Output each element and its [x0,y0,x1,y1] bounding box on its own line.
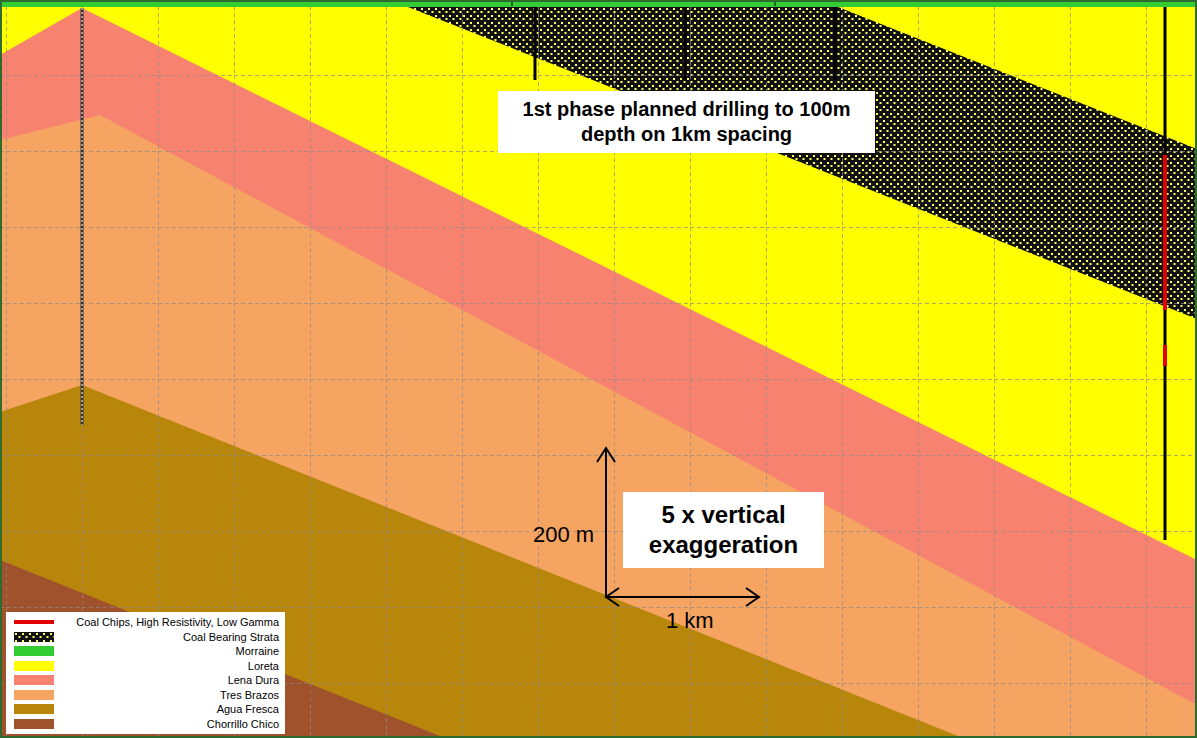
drill-hole [82,8,83,425]
planned-hole [684,7,687,80]
legend-row: Coal Chips, High Resistivity, Low Gamma [12,615,279,630]
legend-row: Tres Brazos [12,688,279,703]
scale-arrow [605,450,607,596]
legend-text: Morraine [12,644,279,659]
legend-text: Tres Brazos [12,688,279,703]
legend-row: Agua Fresca [12,702,279,717]
exaggeration-box: 5 x vertical exaggeration [623,492,824,568]
legend-row: Coal Bearing Strata [12,630,279,645]
legend-swatch [14,661,54,671]
scale-arrow [606,596,758,598]
legend-text: Coal Chips, High Resistivity, Low Gamma [12,615,279,630]
legend-text: Lena Dura [12,673,279,688]
planned-hole [534,7,537,80]
legend-swatch [14,675,54,685]
legend-swatch [14,690,54,700]
legend: Coal Chips, High Resistivity, Low GammaC… [6,612,285,734]
legend-row: Lena Dura [12,673,279,688]
arrow-head [606,588,619,606]
coal-chips [1163,345,1167,366]
legend-text: Chorrillo Chico [12,717,279,732]
legend-row: Chorrillo Chico [12,717,279,732]
box-text: 5 x vertical exaggeration [631,500,816,560]
legend-sample [14,617,54,627]
legend-row: Loreta [12,659,279,674]
legend-swatch [14,646,54,656]
legend-text: Agua Fresca [12,702,279,717]
legend-text: Coal Bearing Strata [12,630,279,645]
note-box: 1st phase planned drilling to 100m depth… [498,91,875,153]
legend-row: Morraine [12,644,279,659]
drill-hole [1164,7,1167,540]
arrow-head [597,448,615,462]
coal-chips [1163,155,1167,310]
planned-hole [834,7,837,80]
legend-swatch [14,719,54,729]
pattern-sample [14,632,54,642]
legend-swatch [14,704,54,714]
dimension-label: 200 m [533,522,594,548]
legend-text: Loreta [12,659,279,674]
dimension-label: 1 km [666,608,714,634]
box-text: 1st phase planned drilling to 100m depth… [504,97,869,147]
legend-sample [14,632,54,642]
arrow-head [746,588,759,606]
drill-hole [81,8,84,425]
line-sample [14,620,54,624]
